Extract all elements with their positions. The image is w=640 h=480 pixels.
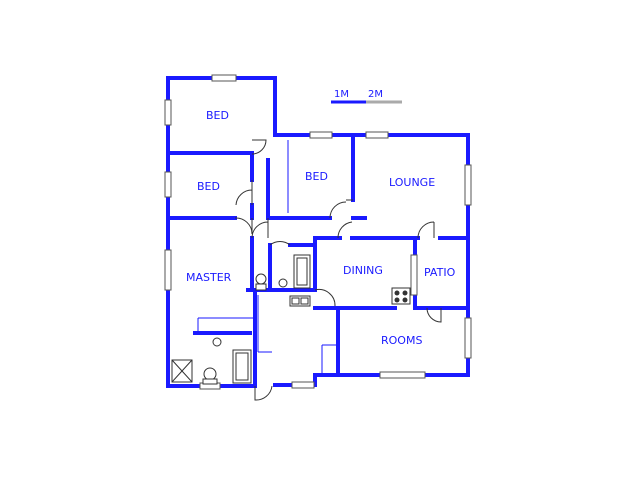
door-swing — [337, 221, 353, 239]
stove-burner — [402, 297, 408, 303]
scale-label-1m: 1M — [334, 89, 349, 100]
cupboard-lines — [197, 140, 338, 375]
door-swing — [329, 199, 353, 219]
window — [164, 99, 172, 126]
toilet-cistern — [255, 283, 267, 291]
door-swing — [235, 180, 253, 206]
sink-bowl — [300, 297, 309, 305]
stove-burner — [394, 297, 400, 303]
scale-label-2m: 2M — [368, 89, 383, 100]
room-label-bed: BED — [305, 170, 328, 183]
window — [211, 74, 237, 82]
toilet-icon — [255, 273, 267, 285]
room-label-dining: DINING — [343, 264, 383, 277]
room-label-bed: BED — [206, 109, 229, 122]
toilet-cistern — [202, 378, 218, 385]
stove-burner — [402, 290, 408, 296]
basin-icon — [212, 337, 222, 347]
window — [291, 381, 315, 389]
window — [164, 171, 172, 198]
door-swing — [417, 221, 435, 239]
room-label-patio: PATIO — [424, 266, 456, 279]
basin-icon — [278, 278, 288, 288]
windows — [164, 74, 472, 390]
door-swing — [254, 385, 273, 401]
doors — [234, 139, 442, 401]
bathtub-inner — [296, 257, 308, 286]
scale-bar: 1M 2M — [331, 89, 402, 104]
stove-icon — [391, 287, 411, 305]
bathtub-inner — [235, 352, 249, 381]
stove-burner — [394, 290, 400, 296]
door-swing — [269, 241, 291, 246]
room-label-rooms: ROOMS — [381, 334, 422, 347]
sink-bowl — [291, 297, 300, 305]
window — [464, 164, 472, 206]
room-label-master: MASTER — [186, 271, 232, 284]
door-swing — [251, 139, 267, 155]
door-swing — [314, 289, 336, 307]
walls — [166, 76, 470, 388]
door-swing — [251, 218, 269, 239]
window — [379, 371, 426, 379]
fixtures — [171, 254, 411, 385]
room-label-lounge: LOUNGE — [389, 176, 435, 189]
room-labels: BED BED BED LOUNGE MASTER DINING PATIO R… — [186, 109, 456, 347]
toilet-icon — [203, 367, 217, 381]
window — [365, 131, 389, 139]
room-label-bed: BED — [197, 180, 220, 193]
door-swing — [234, 217, 253, 235]
window — [309, 131, 333, 139]
door-swing — [426, 307, 442, 323]
window — [164, 249, 172, 291]
window — [464, 317, 472, 359]
sink-icon — [289, 295, 311, 307]
window — [410, 254, 418, 296]
